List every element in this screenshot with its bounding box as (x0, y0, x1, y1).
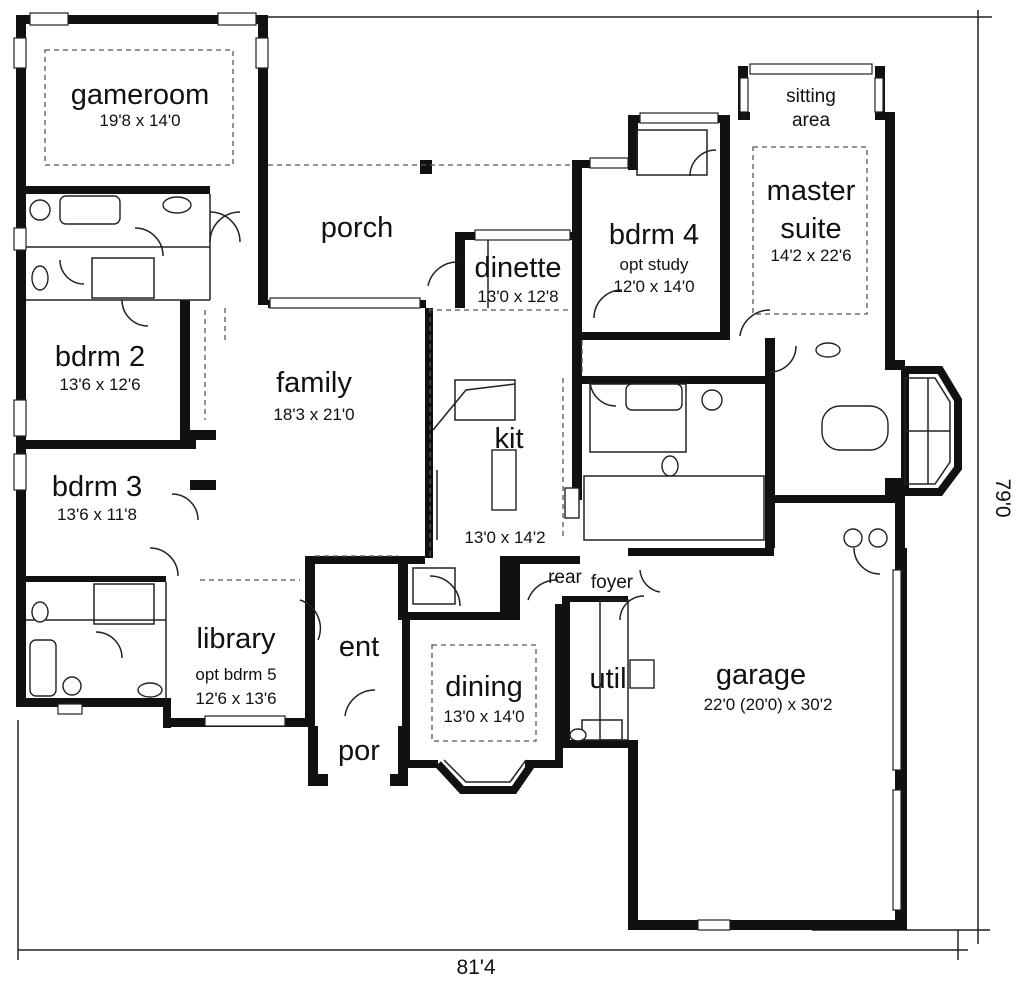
library-sub: opt bdrm 5 (195, 665, 276, 684)
dining-name: dining (445, 671, 522, 703)
gameroom-name: gameroom (71, 79, 210, 111)
bdrm4-name: bdrm 4 (609, 219, 699, 251)
bdrm3-name: bdrm 3 (52, 471, 142, 503)
gameroom-dim: 19'8 x 14'0 (99, 111, 180, 130)
dinette-dim: 13'0 x 12'8 (477, 287, 558, 306)
master-line1: master (767, 175, 856, 207)
bathtub-icon (29, 639, 57, 697)
sitting-line1: sitting (786, 86, 836, 107)
bdrm3-dim: 13'6 x 11'8 (57, 505, 137, 524)
kitchen-island (491, 449, 517, 511)
por-name: por (338, 735, 380, 767)
bathtub-icon (821, 405, 889, 451)
toilet-icon (29, 199, 51, 221)
sink-icon (31, 265, 49, 291)
bdrm2-dim: 13'6 x 12'6 (59, 375, 140, 394)
sitting-line2: area (792, 110, 830, 131)
bathtub-icon (625, 383, 683, 411)
dinette-name: dinette (474, 252, 561, 284)
sink-icon (162, 196, 192, 214)
rear-foyer-line2: foyer (591, 572, 634, 593)
overall-depth: 79'0 (991, 478, 1014, 517)
library-name: library (197, 623, 276, 655)
fixtures (29, 195, 889, 742)
toilet-icon (661, 455, 679, 477)
overall-width: 81'4 (456, 956, 495, 979)
library-dim: 12'6 x 13'6 (195, 689, 276, 708)
dining-dim: 13'0 x 14'0 (443, 707, 524, 726)
bdrm4-sub: opt study (620, 255, 689, 274)
sink-icon (815, 342, 841, 358)
dining-bay-window (435, 759, 536, 794)
garage-dim: 22'0 (20'0) x 30'2 (704, 695, 833, 714)
door-swing-icon (59, 149, 881, 717)
rear-foyer-line1: rear (548, 567, 582, 588)
bdrm2-name: bdrm 2 (55, 341, 145, 373)
bathtub-icon (59, 195, 121, 225)
partitions (26, 129, 765, 741)
util-name: util (589, 663, 626, 695)
garage-name: garage (716, 659, 806, 691)
sink-icon (137, 682, 163, 698)
kit-dim: 13'0 x 14'2 (464, 528, 545, 547)
family-dim: 18'3 x 21'0 (273, 405, 354, 424)
range-icon (564, 487, 580, 519)
bdrm4-dim: 12'0 x 14'0 (613, 277, 694, 296)
porch-name: porch (321, 212, 394, 244)
dashed-lines (44, 49, 868, 742)
master-line2: suite (780, 213, 841, 245)
room-labels: gameroom 19'8 x 14'0 porch dinette 13'0 … (52, 79, 1014, 979)
family-name: family (276, 367, 352, 399)
ent-name: ent (339, 631, 379, 663)
sink-icon (629, 659, 655, 689)
master-dim: 14'2 x 22'6 (770, 246, 851, 265)
kit-name: kit (495, 423, 524, 455)
master-bath-bay (901, 366, 962, 496)
toilet-icon (62, 676, 82, 696)
toilet-icon (701, 389, 723, 411)
sink-icon (569, 728, 587, 742)
sink-icon (843, 528, 863, 548)
windows (13, 12, 902, 931)
sink-icon (868, 528, 888, 548)
sink-icon (31, 601, 49, 623)
